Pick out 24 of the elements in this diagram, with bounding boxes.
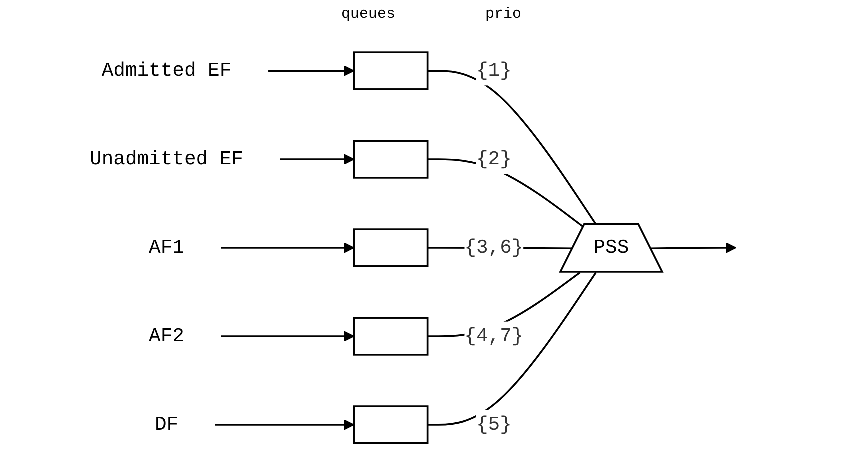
arrow: [221, 242, 355, 254]
node-box: [353, 228, 429, 268]
node-text: AF2: [149, 325, 184, 348]
edge-label: {3,6}: [464, 236, 524, 260]
column-heading: queues: [341, 6, 396, 25]
node-text: Unadmitted EF: [90, 148, 244, 171]
node-text: DF: [154, 414, 179, 436]
node-box: [353, 317, 429, 356]
edge-label: {1}: [476, 60, 512, 82]
node-box: [353, 140, 429, 179]
arrow: [221, 331, 355, 342]
arrow: [215, 420, 355, 430]
edge-label: {2}: [476, 148, 512, 171]
arrow: [650, 242, 737, 254]
node-box: [353, 406, 429, 444]
edge-label: {5}: [476, 414, 512, 436]
node-text: Admitted EF: [102, 60, 232, 82]
node-text: AF1: [149, 236, 184, 260]
arrow: [280, 154, 355, 165]
edge-label: {4,7}: [464, 325, 524, 348]
connector: [428, 70, 597, 226]
node-box: [353, 52, 429, 90]
arrow: [268, 66, 355, 76]
column-heading: prio: [486, 6, 522, 25]
